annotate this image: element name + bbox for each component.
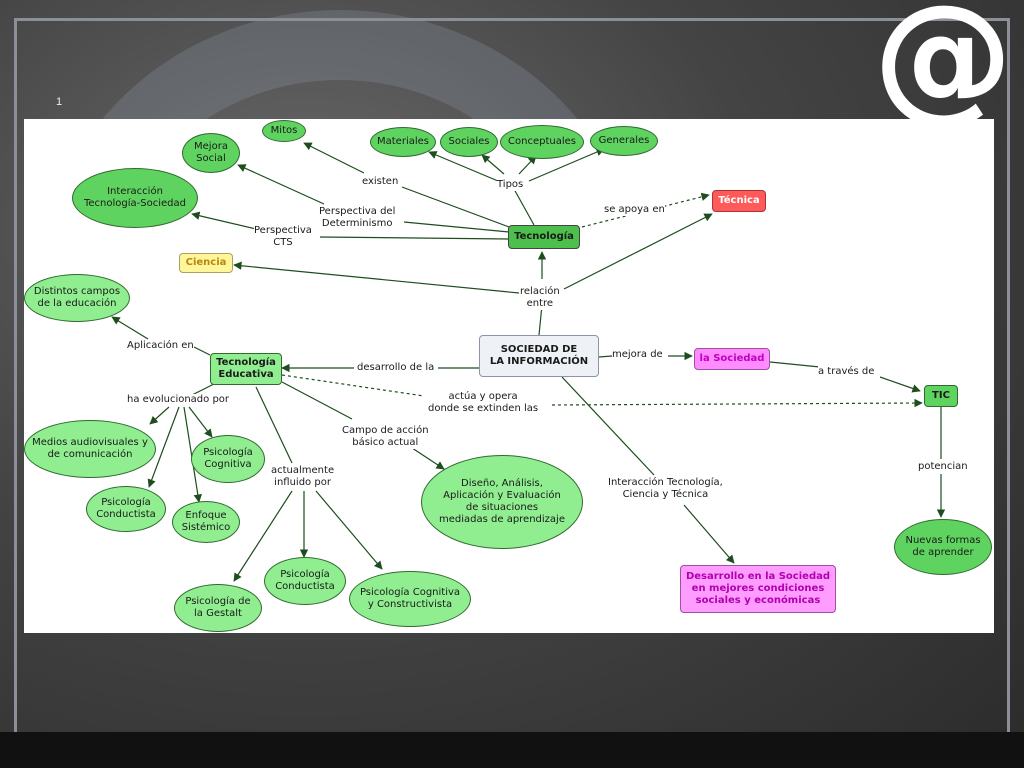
link-label-ha-evolucionado-por: ha evolucionado por: [127, 394, 230, 406]
node-psicologia-cognitiva: Psicología Cognitiva: [191, 435, 265, 483]
concept-map-canvas: existen Tipos se apoya en Perspectiva de…: [24, 119, 994, 633]
link-label-mejora-de: mejora de: [612, 349, 663, 361]
link-label-existen: existen: [362, 176, 399, 188]
line-tipos-sociales: [481, 154, 505, 175]
line-tecnologia-cts: [319, 236, 510, 240]
line-interaccion-desarrollo: [683, 504, 735, 564]
line-tipos-generales: [528, 148, 605, 182]
link-label-actua-y-opera: actúa y opera donde se extinden las: [428, 391, 539, 415]
node-distintos-campos: Distintos campos de la educación: [24, 274, 130, 322]
node-tecnica: Técnica: [712, 190, 766, 212]
line-teceducativa-actualmente: [255, 386, 293, 464]
node-psicologia-cognitiva-constructivista: Psicología Cognitiva y Constructivista: [349, 571, 471, 627]
node-desarrollo-sociedad: Desarrollo en la Sociedad en mejores con…: [680, 565, 836, 613]
link-label-interaccion-tct: Interacción Tecnología, Ciencia y Técnic…: [608, 477, 723, 501]
link-label-perspectiva-cts: Perspectiva CTS: [254, 225, 312, 249]
node-nuevas-formas: Nuevas formas de aprender: [894, 519, 992, 575]
line-teceducativa-campo: [281, 381, 353, 420]
line-teceducativa-aplicacion: [191, 345, 211, 356]
node-mejora-social: Mejora Social: [182, 133, 240, 173]
link-label-perspectiva-determinismo: Perspectiva del Determinismo: [319, 206, 396, 230]
node-enfoque-sistemico: Enfoque Sistémico: [172, 501, 240, 543]
line-evolucion-medios: [149, 406, 170, 425]
link-label-se-apoya-en: se apoya en: [604, 204, 665, 216]
line-teceducativa-evolucion: [191, 383, 215, 396]
node-ciencia: Ciencia: [179, 253, 233, 273]
node-mitos: Mitos: [262, 120, 306, 142]
line-relacion-ciencia: [233, 261, 520, 294]
line-tecnologia-tipos: [513, 188, 535, 226]
node-psicologia-conductista-1: Psicología Conductista: [86, 486, 166, 532]
node-sociedad-informacion: SOCIEDAD DE LA INFORMACIÓN: [479, 335, 599, 377]
line-evolucion-conductista1: [147, 406, 180, 488]
line-tecnologia-tecnica: [581, 192, 710, 228]
link-label-actualmente-influido: actualmente influido por: [271, 465, 335, 489]
node-psicologia-gestalt: Psicología de la Gestalt: [174, 584, 262, 632]
node-diseno-analisis: Diseño, Análisis, Aplicación y Evaluació…: [421, 455, 583, 549]
link-label-a-traves-de: a través de: [818, 366, 875, 378]
node-materiales: Materiales: [370, 127, 436, 157]
line-aplicacion-distintos: [111, 316, 149, 340]
line-determinismo-mejora: [237, 164, 325, 205]
link-label-relacion-entre: relación entre: [520, 286, 560, 310]
node-medios-audiovisuales: Medios audiovisuales y de comunicación: [24, 420, 156, 478]
node-sociales: Sociales: [440, 127, 498, 157]
line-sociedad-interaccion: [561, 376, 655, 476]
bottom-bar: [0, 732, 1024, 768]
line-relacion-tecnica: [563, 213, 713, 290]
node-tecnologia: Tecnología: [508, 225, 580, 249]
line-sociedad-relacion: [538, 304, 543, 336]
line-actua-tic: [551, 398, 923, 408]
line-tecnologia-determinismo: [403, 221, 510, 233]
line-tipos-materiales: [428, 151, 499, 182]
line-atraves-tic: [879, 376, 921, 393]
node-tic: TIC: [924, 385, 958, 407]
node-tecnologia-educativa: Tecnología Educativa: [210, 353, 282, 385]
link-label-potencian: potencian: [918, 461, 968, 473]
line-lasociedad-atraves: [769, 361, 821, 368]
link-label-campo-de-accion: Campo de acción básico actual: [342, 425, 429, 449]
link-label-aplicacion-en: Aplicación en: [127, 340, 194, 352]
node-interaccion-tecnologia-sociedad: Interacción Tecnología-Sociedad: [72, 168, 198, 228]
node-la-sociedad: la Sociedad: [694, 348, 770, 370]
line-tipos-conceptuales: [518, 155, 537, 175]
at-sign-logo: @: [873, 0, 1013, 138]
node-conceptuales: Conceptuales: [500, 125, 584, 159]
node-psicologia-conductista-2: Psicología Conductista: [264, 557, 346, 605]
line-sociedad-mejora: [598, 355, 613, 358]
line-existen-mitos: [303, 142, 365, 174]
line-evolucion-cognitiva: [188, 406, 213, 438]
line-actualmente-gestalt: [233, 490, 293, 582]
node-generales: Generales: [590, 126, 658, 156]
line-cts-interaccion: [191, 211, 257, 230]
line-tecnologia-existen: [401, 186, 510, 228]
link-label-tipos: Tipos: [497, 179, 524, 191]
line-actualmente-cogconstr: [315, 490, 383, 570]
link-label-desarrollo-de-la: desarrollo de la: [357, 362, 435, 374]
slide-number: 1: [56, 96, 63, 108]
